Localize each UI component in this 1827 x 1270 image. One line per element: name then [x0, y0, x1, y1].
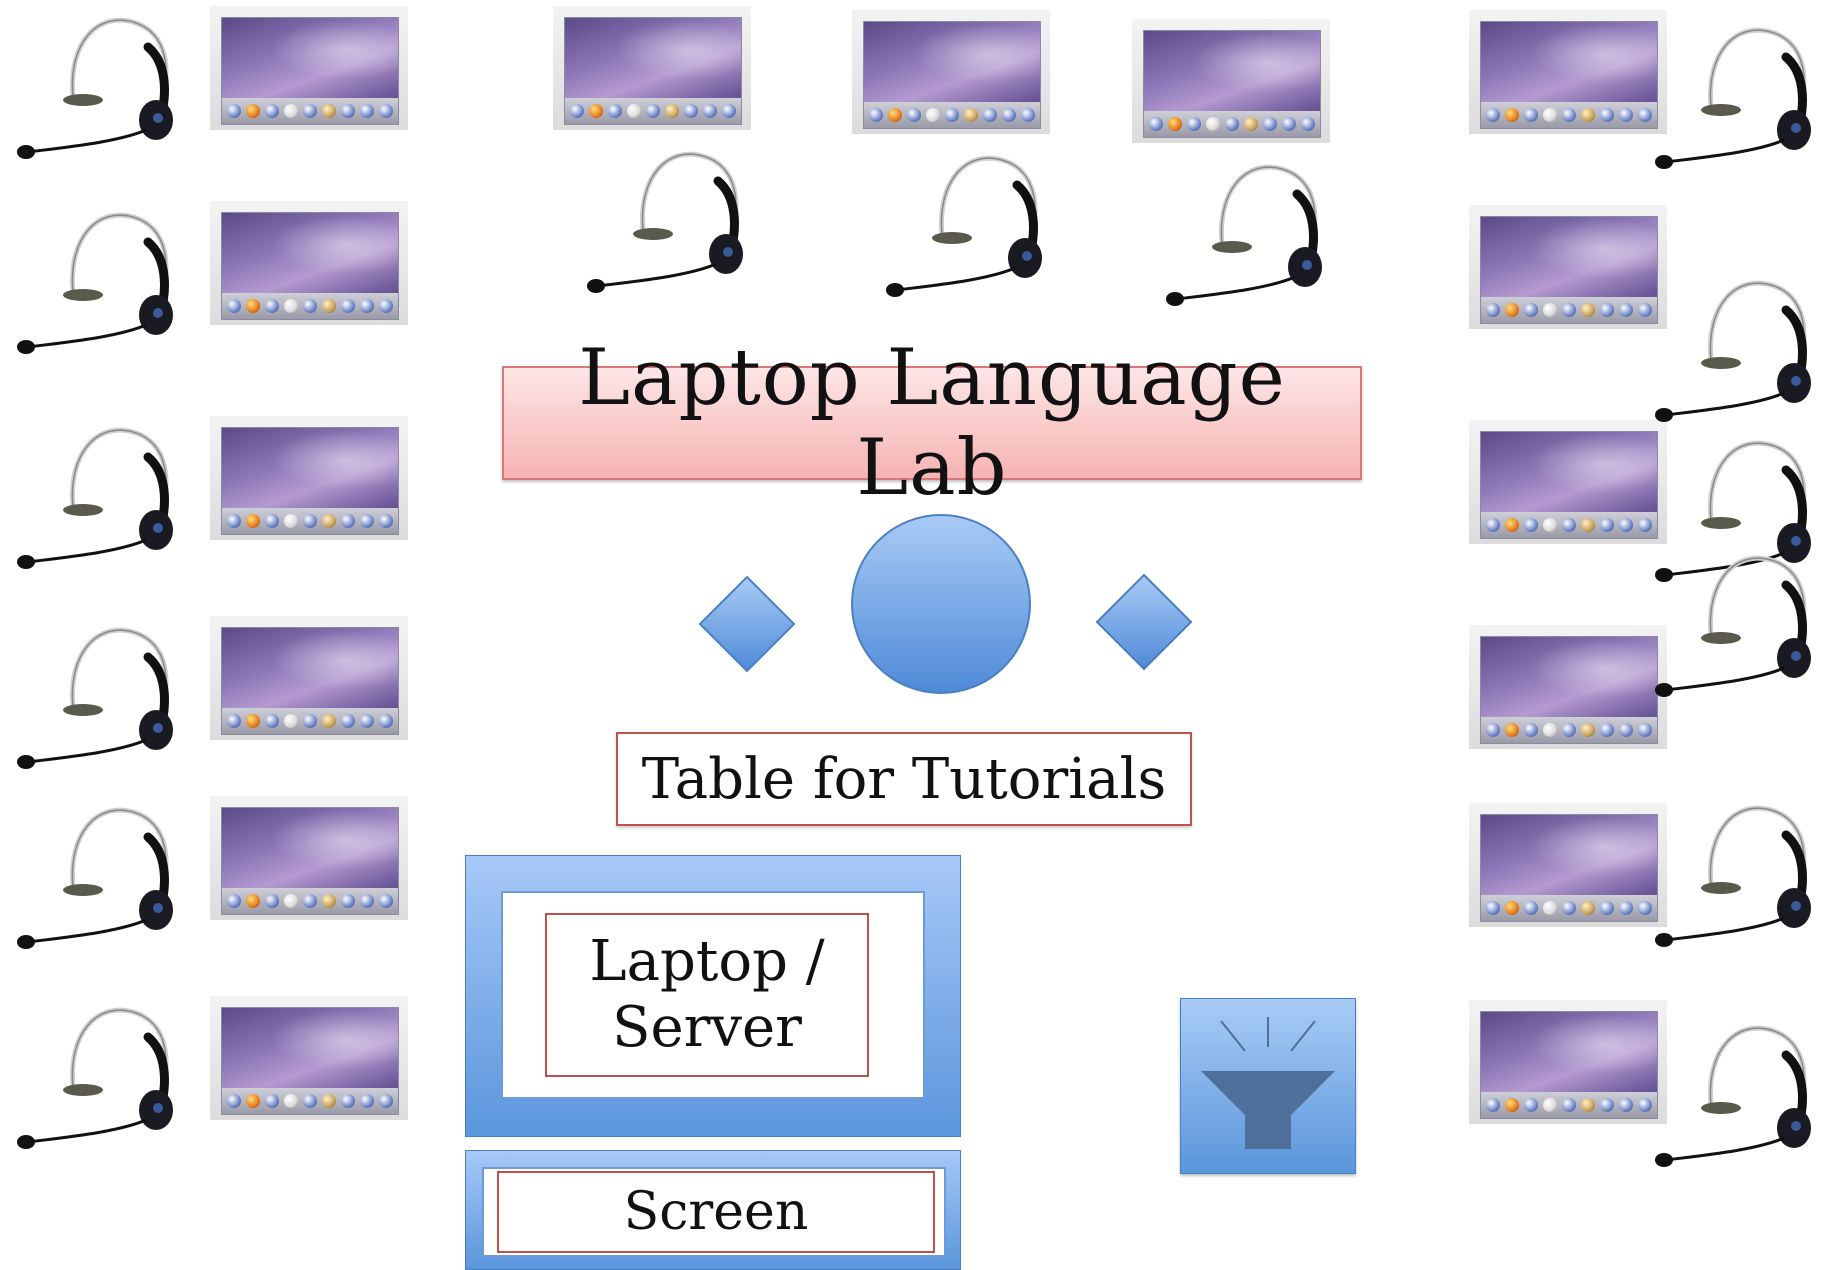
tutorial-table-circle [851, 514, 1031, 694]
headset-icon [1655, 805, 1811, 947]
laptop-left-1 [210, 6, 408, 130]
laptop-top-2 [852, 10, 1050, 134]
laptop-screen-icon [564, 17, 742, 125]
laptop-right-6 [1469, 1000, 1667, 1124]
headset-icon [1655, 440, 1811, 582]
laptop-left-4 [210, 616, 408, 740]
tutorial-table-shapes [698, 514, 1193, 694]
headset-icon [17, 427, 173, 569]
headset-icon [17, 807, 173, 949]
headset-icon [17, 212, 173, 354]
laptop-left-3 [210, 416, 408, 540]
laptop-top-3 [1132, 19, 1330, 143]
server-label-text: Laptop / Server [589, 929, 825, 1060]
projector-icon [1180, 998, 1356, 1174]
laptop-left-5 [210, 796, 408, 920]
laptop-screen-icon [1143, 30, 1321, 138]
laptop-screen-icon [1480, 1011, 1658, 1119]
server-label-box: Laptop / Server [545, 913, 869, 1077]
laptop-screen-icon [1480, 814, 1658, 922]
headset-icon [1655, 27, 1811, 169]
tutorial-table-label: Table for Tutorials [616, 732, 1192, 826]
right-diamond [1095, 573, 1193, 671]
headset-icon [17, 17, 173, 159]
laptop-screen-icon [1480, 216, 1658, 324]
laptop-screen-icon [221, 212, 399, 320]
laptop-right-2 [1469, 205, 1667, 329]
headset-icon [587, 151, 743, 293]
diagram-title: Laptop Language Lab [502, 333, 1362, 513]
laptop-screen-icon [221, 17, 399, 125]
headset-icon [886, 155, 1042, 297]
laptop-right-4 [1469, 625, 1667, 749]
laptop-top-1 [553, 6, 751, 130]
laptop-left-2 [210, 201, 408, 325]
left-diamond [698, 575, 796, 673]
laptop-screen-icon [1480, 636, 1658, 744]
laptop-left-6 [210, 996, 408, 1120]
diagram-title-text: Laptop Language Lab [578, 333, 1286, 513]
screen-label-text: Screen [623, 1182, 809, 1242]
laptop-screen-icon [1480, 431, 1658, 539]
headset-icon [1655, 280, 1811, 422]
laptop-right-5 [1469, 803, 1667, 927]
laptop-screen-icon [221, 1007, 399, 1115]
headset-icon [1655, 555, 1811, 697]
laptop-right-3 [1469, 420, 1667, 544]
tutorial-table-text: Table for Tutorials [641, 746, 1167, 812]
projector-glyph [1201, 1017, 1335, 1149]
headset-icon [17, 627, 173, 769]
laptop-screen-icon [1480, 21, 1658, 129]
headset-icon [17, 1007, 173, 1149]
laptop-screen-icon [221, 807, 399, 915]
headset-icon [1166, 164, 1322, 306]
laptop-screen-icon [221, 427, 399, 535]
screen-label-box: Screen [497, 1171, 935, 1253]
laptop-screen-icon [221, 627, 399, 735]
headset-icon [1655, 1025, 1811, 1167]
laptop-right-1 [1469, 10, 1667, 134]
laptop-screen-icon [863, 21, 1041, 129]
